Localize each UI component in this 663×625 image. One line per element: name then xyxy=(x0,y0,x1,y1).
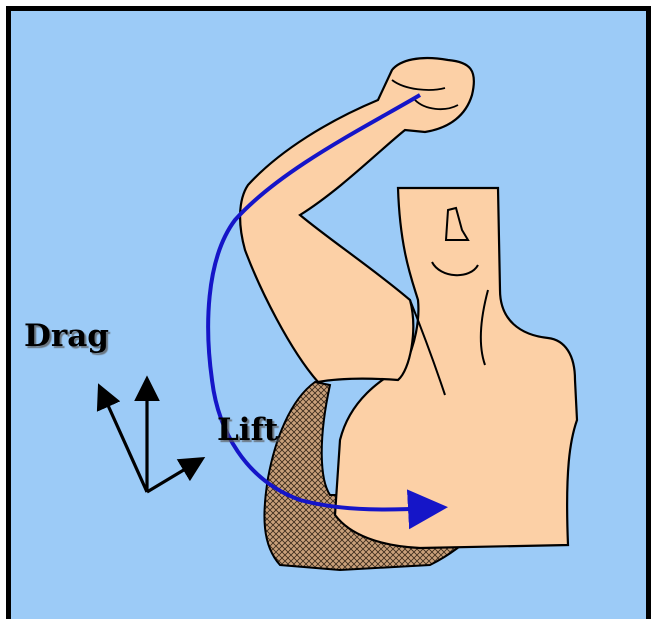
drag-label: Drag xyxy=(24,318,109,354)
force-axes-icon xyxy=(102,385,197,492)
lift-label: Lift xyxy=(217,412,278,448)
